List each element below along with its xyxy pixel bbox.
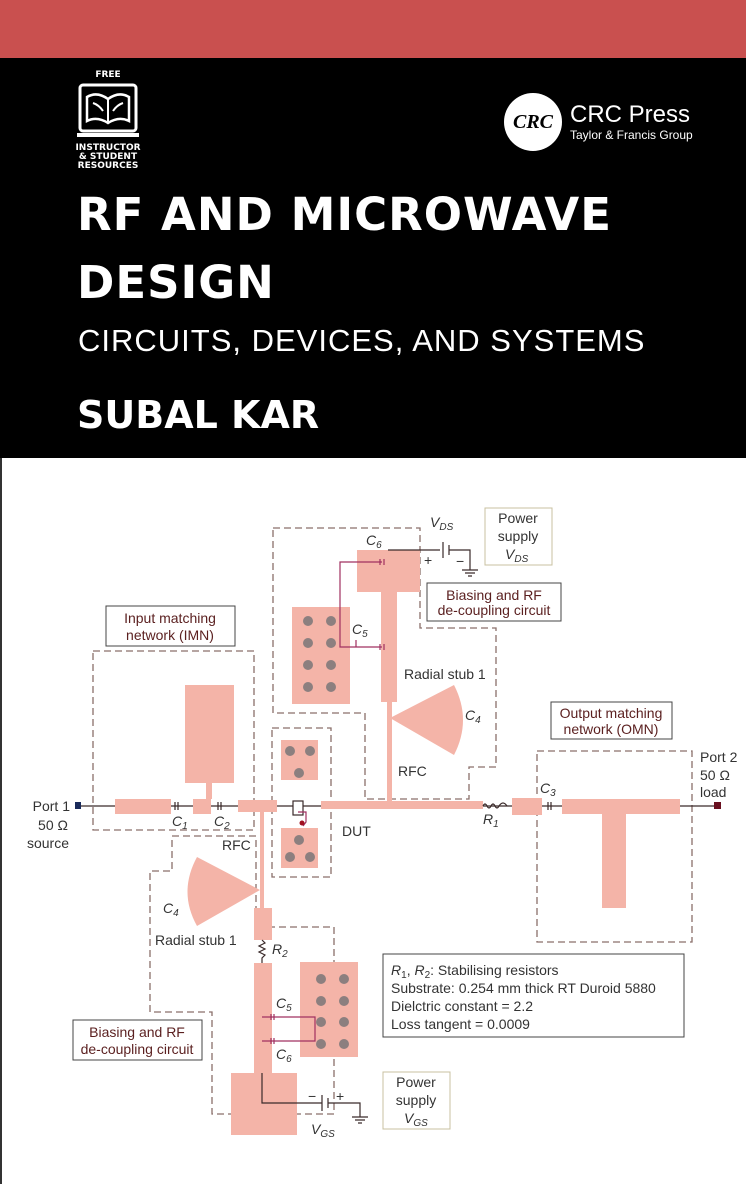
publisher-group: Taylor & Francis Group: [570, 128, 693, 142]
port1-impedance: 50 Ω: [38, 817, 68, 833]
c3-label: C3: [540, 780, 556, 799]
c4-lower-label: C4: [163, 900, 179, 919]
port2-terminal: [714, 802, 721, 809]
label-boxes: [72, 507, 685, 1130]
badge-line: INSTRUCTOR: [75, 143, 141, 153]
omn-boundary: [536, 750, 693, 943]
c5-lower-label: C5: [276, 995, 292, 1014]
page-edge: [0, 458, 2, 1184]
badge-line: & STUDENT: [78, 152, 138, 162]
r2-label: R2: [272, 941, 288, 960]
c6-upper-label: C6: [366, 532, 382, 551]
vds-label: VDS: [430, 514, 454, 533]
microstrip-pads: [115, 550, 680, 1135]
c1-label: C1: [172, 813, 188, 832]
notes-line1: R1, R2: Stabilising resistors: [391, 962, 559, 981]
minus-sign-lower: −: [308, 1088, 316, 1104]
port1-terminal: [75, 802, 81, 809]
minus-sign-upper: −: [456, 553, 464, 569]
c6-lower-label: C6: [276, 1046, 292, 1065]
publisher-logo: CRC CRC Press Taylor & Francis Group: [504, 93, 693, 151]
via-holes: [285, 616, 349, 1049]
radial-stub-upper: [390, 685, 463, 755]
omn-label-1: Output matching: [560, 705, 663, 721]
notes-line2: Substrate: 0.254 mm thick RT Duroid 5880: [391, 980, 656, 996]
radial-stub-lower: [187, 857, 260, 926]
port2-role: load: [700, 784, 726, 800]
port2-name: Port 2: [700, 749, 738, 765]
imn-label-1: Input matching: [124, 610, 216, 626]
book-title-line1: RF AND MICROWAVE: [77, 188, 612, 241]
power-vgs-3: VGS: [404, 1110, 428, 1129]
bias-upper-label-1: Biasing and RF: [446, 587, 542, 603]
rfc-lower-label: RFC: [222, 837, 251, 853]
omn-label-2: network (OMN): [564, 721, 659, 737]
c5-upper-label: C5: [352, 621, 368, 640]
radial-stub-upper-label: Radial stub 1: [404, 666, 486, 682]
c4-upper-label: C4: [465, 707, 481, 726]
badge-line: FREE: [95, 70, 121, 80]
notes-line4: Loss tangent = 0.0009: [391, 1016, 530, 1032]
port1-role: source: [27, 835, 69, 851]
r1-label: R1: [483, 811, 499, 830]
port2-impedance: 50 Ω: [700, 767, 730, 783]
power-vds-2: supply: [498, 528, 538, 544]
publisher-name: CRC Press: [570, 101, 691, 128]
book-title-line2: DESIGN: [77, 256, 275, 309]
bias-lower-label-1: Biasing and RF: [89, 1024, 185, 1040]
diagram-labels: Input matching network (IMN) Biasing and…: [27, 510, 738, 1140]
radial-stub-lower-label: Radial stub 1: [155, 932, 237, 948]
notes-line3: Dielctric constant = 2.2: [391, 998, 533, 1014]
lower-bias-boundary: [149, 835, 335, 1115]
plus-sign-upper: +: [424, 552, 432, 568]
power-vds-3: VDS: [505, 546, 529, 565]
open-book-icon: [77, 83, 139, 137]
dut-label: DUT: [342, 823, 371, 839]
imn-label-2: network (IMN): [126, 627, 214, 643]
power-vgs-2: supply: [396, 1092, 436, 1108]
book-subtitle: CIRCUITS, DEVICES, AND SYSTEMS: [78, 323, 646, 358]
bias-upper-label-2: de-coupling circuit: [438, 602, 551, 618]
vgs-label: VGS: [311, 1121, 335, 1140]
free-resources-badge: FREE INSTRUCTOR & STUDENT RESOURCES: [72, 71, 144, 171]
power-vds-1: Power: [498, 510, 538, 526]
c2-label: C2: [214, 813, 230, 832]
crc-logo-circle: CRC: [504, 93, 562, 151]
badge-line: RESOURCES: [77, 161, 139, 171]
bypass-wires: [262, 559, 385, 1044]
top-color-band: [0, 0, 746, 58]
upper-bias-boundary: [272, 527, 497, 800]
bias-lower-label-2: de-coupling circuit: [81, 1041, 194, 1057]
port1-name: Port 1: [33, 798, 71, 814]
imn-boundary: [92, 650, 255, 831]
gate-dot: [299, 820, 305, 826]
wires: [80, 542, 715, 1124]
book-author: SUBAL KAR: [77, 393, 320, 437]
title-panel: [0, 58, 746, 458]
plus-sign-lower: +: [336, 1088, 344, 1104]
power-vgs-1: Power: [396, 1074, 436, 1090]
rfc-upper-label: RFC: [398, 763, 427, 779]
